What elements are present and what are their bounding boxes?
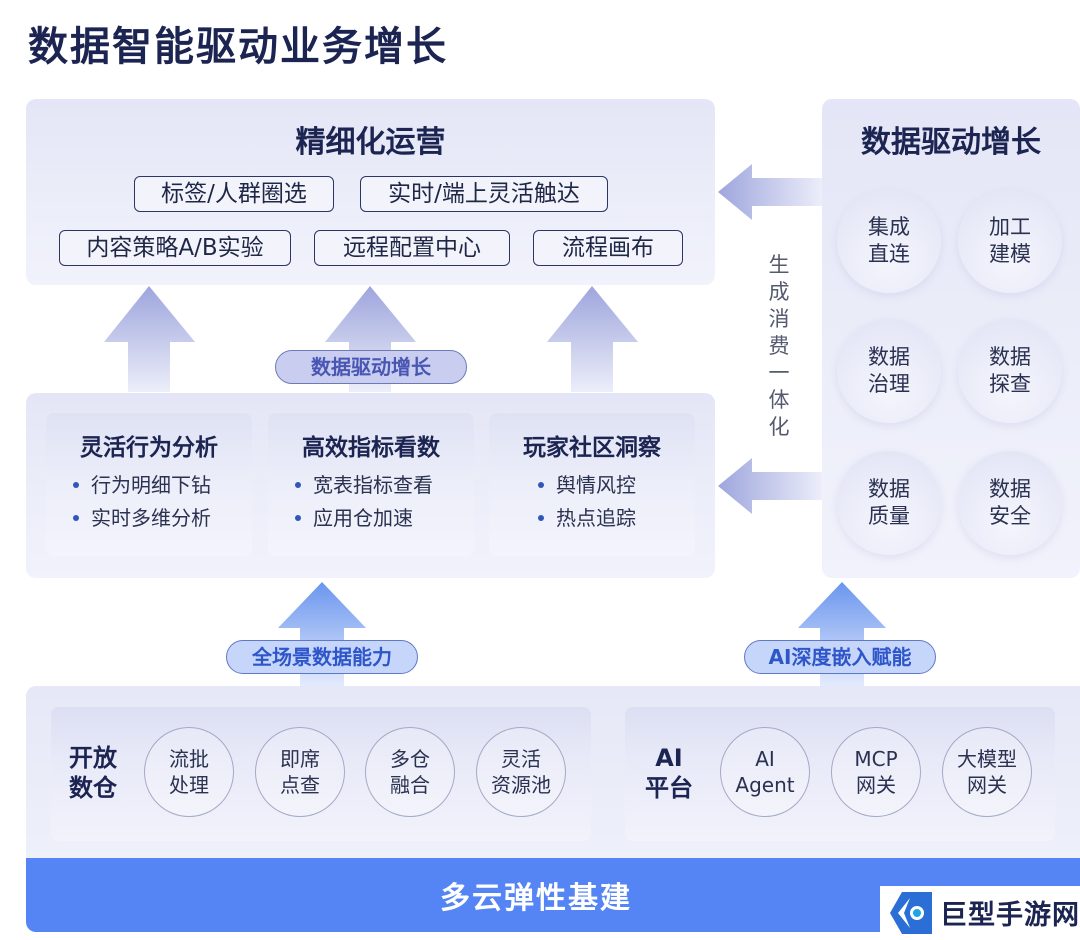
card-title: 高效指标看数 [302,435,440,461]
card-title: 玩家社区洞察 [523,435,661,461]
watermark-text: 巨型手游网 [940,900,1080,931]
circle-line: 集成 [868,215,910,239]
bullet-icon [538,481,544,488]
vertical-char: 费 [768,334,790,358]
ring-llm-gateway: 大模型网关 [942,727,1032,817]
pill-data-driven-growth: 数据驱动增长 [275,350,467,384]
card-item: 舆情风控 [538,469,695,502]
circle-line: 安全 [989,504,1031,528]
vertical-label-production-consumption: 生 成 消 费 一 体 化 [764,252,794,441]
circle-line: 数据 [989,345,1031,369]
left-arrow-top [718,164,822,220]
circle-quality: 数据 质量 [837,451,941,555]
vertical-char: 成 [768,280,790,304]
vertical-char: 体 [768,388,790,412]
ai-platform-label: AI 平台 [645,744,693,802]
data-drive-panel: 数据驱动增长 集成 直连 加工 建模 数据 治理 数据 探查 数据 质量 数据 … [822,99,1080,578]
vertical-char: 消 [768,307,790,331]
circle-modeling: 加工 建模 [958,189,1062,293]
vertical-char: 化 [768,415,790,439]
bullet-icon [295,481,301,488]
up-arrow-3 [547,286,638,392]
bullet-icon [538,514,544,521]
tag-flow-canvas: 流程画布 [533,230,683,266]
card-item: 热点追踪 [538,502,695,535]
circle-exploration: 数据 探查 [958,319,1062,423]
logo-icon [888,890,934,936]
circle-line: 探查 [989,372,1031,396]
watermark-logo: 巨型手游网 [880,886,1080,939]
bullet-icon [73,481,79,488]
operations-panel: 精细化运营 标签/人群圈选 实时/端上灵活触达 内容策略A/B实验 远程配置中心… [26,99,715,285]
pill-ai-empowerment: AI深度嵌入赋能 [744,640,936,674]
circle-line: 直连 [868,242,910,266]
circle-line: 数据 [868,345,910,369]
page-title: 数据智能驱动业务增长 [28,24,448,70]
bullet-icon [295,514,301,521]
tag-realtime-reach: 实时/端上灵活触达 [360,176,608,212]
open-warehouse-panel: 开放 数仓 流批处理 即席点查 多仓融合 灵活资源池 [51,707,591,841]
circle-line: 治理 [868,372,910,396]
vertical-char: 生 [768,253,790,277]
ring-adhoc-query: 即席点查 [255,727,345,817]
circle-line: 数据 [868,477,910,501]
card-community-insight: 玩家社区洞察 舆情风控 热点追踪 [489,413,695,556]
up-arrow-2 [325,286,416,392]
card-item: 宽表指标查看 [295,469,474,502]
card-item: 应用仓加速 [295,502,474,535]
operations-title: 精细化运营 [295,125,446,160]
circle-line: 质量 [868,504,910,528]
card-title: 灵活行为分析 [80,435,218,461]
circle-integration: 集成 直连 [837,189,941,293]
circle-governance: 数据 治理 [837,319,941,423]
ring-resource-pool: 灵活资源池 [476,727,566,817]
left-arrow-bottom [718,458,822,514]
open-warehouse-label: 开放 数仓 [69,744,117,802]
card-item: 实时多维分析 [73,502,252,535]
circle-line: 数据 [989,477,1031,501]
tag-ab-experiment: 内容策略A/B实验 [59,230,291,266]
circle-security: 数据 安全 [958,451,1062,555]
card-behavior-analysis: 灵活行为分析 行为明细下钻 实时多维分析 [46,413,252,556]
pill-full-scenario-data: 全场景数据能力 [226,640,418,674]
circle-line: 建模 [989,242,1031,266]
card-item: 行为明细下钻 [73,469,252,502]
bullet-icon [73,514,79,521]
data-drive-title: 数据驱动增长 [861,125,1041,160]
ring-multi-warehouse: 多仓融合 [365,727,455,817]
tag-remote-config: 远程配置中心 [314,230,510,266]
circle-line: 加工 [989,215,1031,239]
card-metrics: 高效指标看数 宽表指标查看 应用仓加速 [268,413,474,556]
vertical-char: 一 [768,361,790,385]
ring-stream-batch: 流批处理 [144,727,234,817]
tag-audience-selection: 标签/人群圈选 [134,176,334,212]
infrastructure-label: 多云弹性基建 [440,881,632,916]
analysis-panel: 灵活行为分析 行为明细下钻 实时多维分析 高效指标看数 宽表指标查看 应用仓加速… [26,393,715,578]
up-arrow-1 [104,286,195,392]
